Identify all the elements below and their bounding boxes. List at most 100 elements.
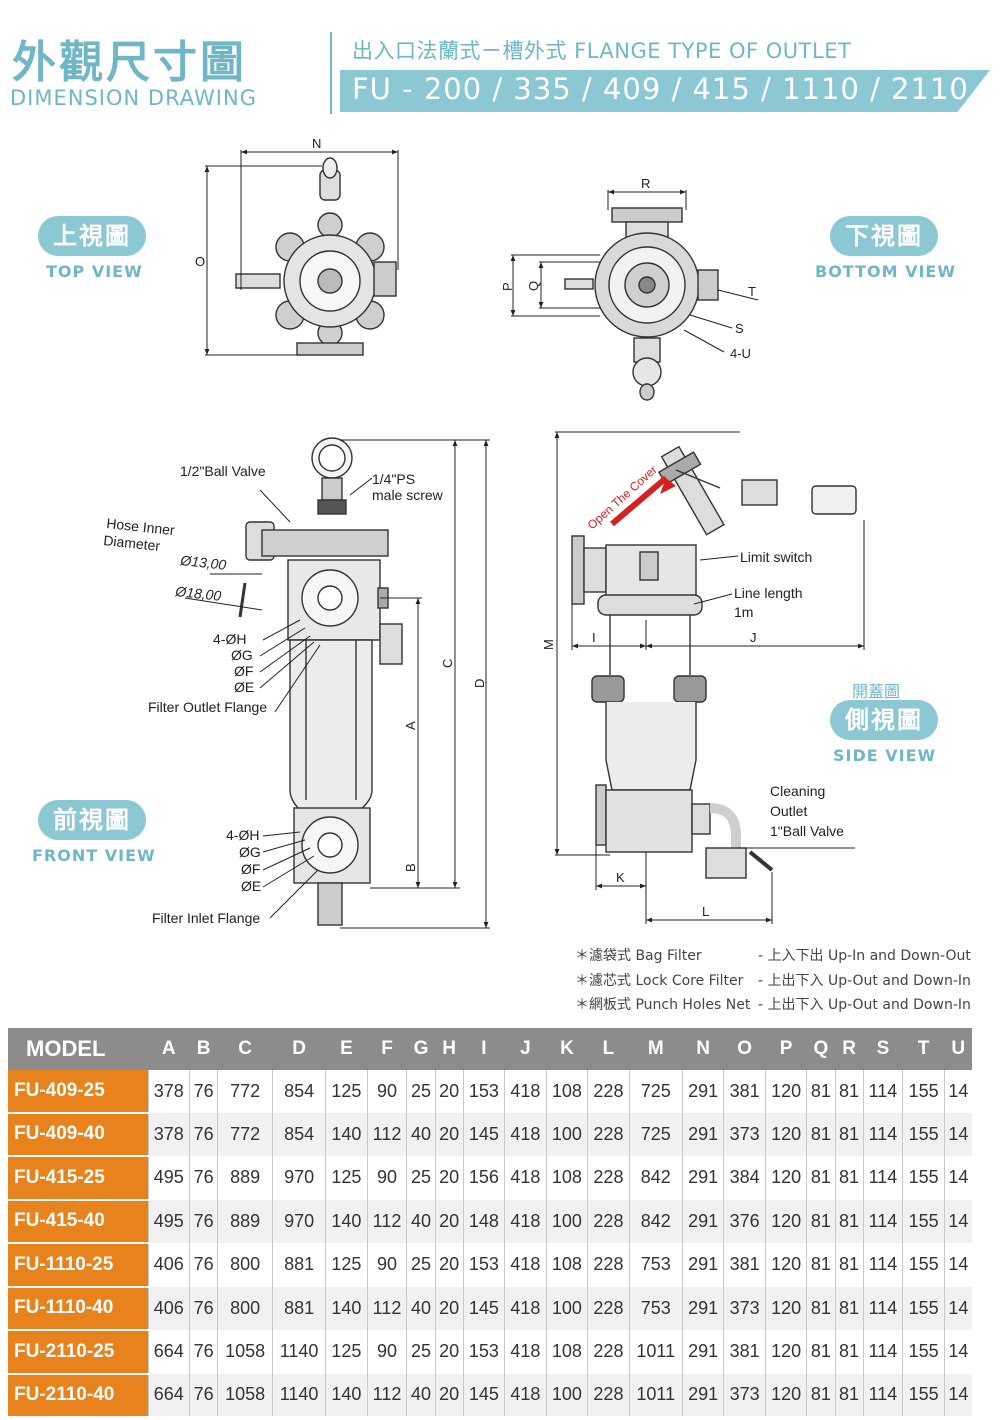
value-cell: 155 [902,1373,945,1416]
value-cell: 228 [587,1243,630,1287]
value-cell: 108 [545,1243,588,1287]
value-cell: 418 [504,1286,547,1330]
value-cell: 100 [545,1286,588,1330]
note-filter-type: ＊濾芯式 Lock Core Filter [575,972,744,989]
value-cell: 76 [189,1156,218,1200]
front-view-label: FRONT VIEW [32,846,156,865]
value-cell: 753 [628,1243,683,1287]
value-cell: 373 [723,1112,766,1156]
value-cell: 14 [943,1373,972,1416]
column-header-p: P [765,1028,807,1070]
value-cell: 81 [834,1286,864,1330]
value-cell: 81 [834,1156,864,1200]
column-header-e: E [325,1028,368,1070]
inlet-e-label: ØE [241,878,261,894]
value-cell: 81 [834,1199,864,1243]
value-cell: 889 [217,1199,273,1243]
value-cell: 155 [902,1156,945,1200]
top-view-label: TOP VIEW [46,262,143,281]
value-cell: 153 [462,1330,505,1374]
column-header-a: A [148,1028,190,1070]
dim-r-label: R [641,176,650,191]
value-cell: 153 [462,1070,505,1113]
front-view-pill: 前視圖 [38,800,146,840]
model-cell: FU-2110-25 [8,1329,148,1374]
dim-j-label: J [750,630,757,645]
value-cell: 14 [943,1070,972,1113]
dim-q-label: Q [526,281,541,291]
value-cell: 40 [406,1373,436,1416]
column-header-c: C [217,1028,273,1070]
value-cell: 381 [723,1243,766,1287]
top-view-pill: 上視圖 [38,216,146,256]
value-cell: 120 [764,1286,807,1330]
dim-i-label: I [592,630,596,645]
model-cell: FU-415-25 [8,1155,148,1200]
value-cell: 76 [189,1112,218,1156]
column-header-n: N [682,1028,724,1070]
value-cell: 76 [189,1330,218,1374]
inlet-h-label: 4-ØH [226,827,259,843]
inlet-g-label: ØG [239,844,261,860]
value-cell: 842 [628,1199,683,1243]
value-cell: 1011 [628,1373,683,1416]
value-cell: 725 [628,1112,683,1156]
dimension-drawing: N O R P Q T S 4-U [103,136,865,929]
dim-a-label: A [403,721,418,730]
value-cell: 140 [325,1199,368,1243]
value-cell: 108 [545,1330,588,1374]
value-cell: 25 [406,1330,436,1374]
value-cell: 120 [764,1112,807,1156]
value-cell: 14 [943,1243,972,1287]
value-cell: 81 [806,1112,835,1156]
bottom-view-pill: 下視圖 [830,216,938,256]
value-cell: 854 [272,1112,326,1156]
column-header-s: S [863,1028,903,1070]
model-cell: FU-1110-40 [8,1285,148,1330]
header-subtitle: 出入口法蘭式ㄧ槽外式 FLANGE TYPE OF OUTLET [352,39,852,63]
value-cell: 1011 [628,1330,683,1374]
value-cell: 25 [406,1243,436,1287]
value-cell: 291 [681,1330,724,1374]
value-cell: 76 [189,1070,218,1113]
value-cell: 378 [147,1112,190,1156]
value-cell: 114 [862,1112,903,1156]
models-band [340,70,990,112]
bottom-view-drawing [564,207,719,401]
value-cell: 40 [406,1286,436,1330]
dim-s-label: S [735,321,744,336]
model-cell: FU-1110-25 [8,1242,148,1287]
value-cell: 120 [764,1373,807,1416]
value-cell: 228 [587,1156,630,1200]
value-cell: 145 [462,1373,505,1416]
value-cell: 772 [217,1112,273,1156]
value-cell: 81 [806,1070,835,1113]
value-cell: 155 [902,1330,945,1374]
value-cell: 114 [862,1286,903,1330]
value-cell: 772 [217,1070,273,1113]
column-header-i: I [463,1028,505,1070]
value-cell: 291 [681,1373,724,1416]
value-cell: 153 [462,1243,505,1287]
side-view-label: SIDE VIEW [833,746,937,765]
dim-d-label: D [472,679,487,688]
value-cell: 20 [434,1199,464,1243]
value-cell: 14 [943,1156,972,1200]
value-cell: 291 [681,1286,724,1330]
value-cell: 14 [943,1112,972,1156]
value-cell: 114 [862,1373,903,1416]
value-cell: 418 [504,1330,547,1374]
value-cell: 842 [628,1156,683,1200]
column-header-j: J [504,1028,547,1070]
column-header-q: Q [806,1028,835,1070]
value-cell: 228 [587,1373,630,1416]
note-flow: - 上出下入 Up-Out and Down-In [758,997,971,1013]
value-cell: 228 [587,1330,630,1374]
value-cell: 148 [462,1199,505,1243]
note-filter-type: ＊濾袋式 Bag Filter [575,948,702,964]
value-cell: 81 [806,1286,835,1330]
value-cell: 125 [325,1243,368,1287]
